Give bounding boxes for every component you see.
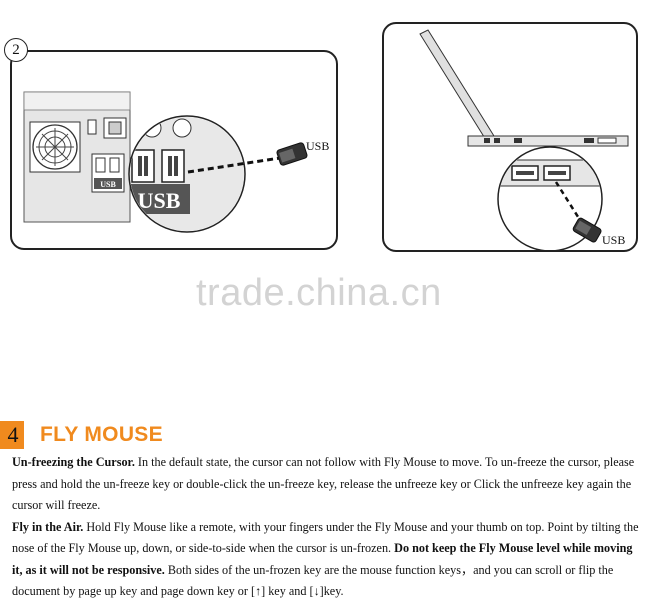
small-usb-label: USB — [100, 180, 116, 189]
paragraph-unfreezing: Un-freezing the Cursor. In the default s… — [12, 452, 642, 517]
instructions-text: Un-freezing the Cursor. In the default s… — [12, 452, 642, 603]
laptop-dongle-usb-label: USB — [602, 233, 625, 247]
dongle-usb-label: USB — [306, 139, 329, 153]
unfreezing-heading: Un-freezing the Cursor. — [12, 455, 135, 469]
fly-in-air-text-2: Both sides of the un-frozen key are the … — [12, 562, 614, 599]
desktop-pc-back-drawing: USB USB USB — [23, 91, 329, 233]
desktop-usb-illustration: USB USB USB — [10, 50, 338, 250]
section-number: 4 — [0, 421, 24, 449]
unfreezing-text: In the default state, the cursor can not… — [12, 455, 635, 512]
section-header: 4 FLY MOUSE — [0, 420, 163, 450]
section-title: FLY MOUSE — [40, 423, 163, 446]
watermark-text: trade.china.cn — [196, 272, 442, 314]
laptop-usb-illustration: USB — [382, 22, 638, 252]
fly-in-air-warning: Do not keep the Fly Mouse level while mo… — [12, 541, 633, 577]
big-usb-label: USB — [138, 188, 181, 213]
fly-in-air-heading: Fly in the Air. — [12, 519, 84, 534]
paragraph-fly-in-air: Fly in the Air. Hold Fly Mouse like a re… — [12, 517, 642, 603]
fly-in-air-text: Hold Fly Mouse like a remote, with your … — [12, 519, 639, 556]
step-number-badge: 2 — [4, 38, 28, 62]
laptop-drawing: USB — [419, 29, 629, 250]
